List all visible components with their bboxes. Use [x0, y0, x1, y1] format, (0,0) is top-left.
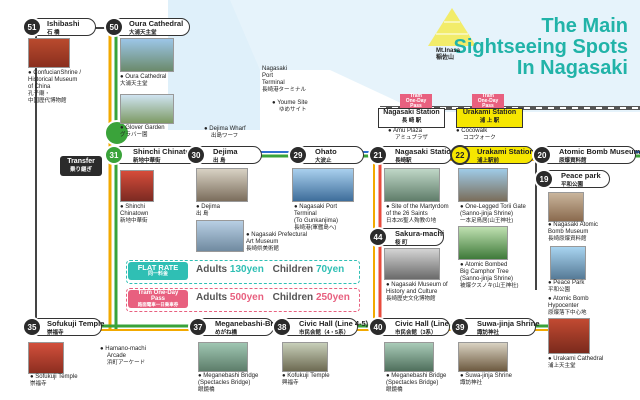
- stop-number-30: 30: [186, 145, 206, 165]
- photo-urakami-cathedral: [548, 318, 590, 354]
- photo-kofukuji: [282, 342, 328, 372]
- title-line-3: In Nagasaki: [516, 57, 628, 79]
- stop-number-37: 37: [188, 317, 208, 337]
- photo-dejima: [196, 168, 248, 202]
- title-line-1: The Main: [541, 15, 628, 37]
- stop-40-civic-hall-3[interactable]: Civic Hall (Line 3)市民会館（3系）: [374, 318, 458, 336]
- stop-number-40: 40: [368, 317, 388, 337]
- stop-number-31: 31: [104, 145, 124, 165]
- stop-number-51: 51: [22, 17, 42, 37]
- stop-number-22: 22: [450, 145, 470, 165]
- photo-sofukuji: [28, 342, 64, 374]
- photo-oura-cathedral: [120, 38, 174, 72]
- transfer-point-icon: [104, 120, 130, 146]
- photo-glover-garden: [120, 94, 174, 124]
- stop-number-20: 20: [532, 145, 552, 165]
- caption-torii: ● One-Legged Torii Gate(Sanno-jinja Shri…: [460, 204, 526, 224]
- photo-ab-museum: [548, 192, 584, 222]
- stop-number-21: 21: [368, 145, 388, 165]
- fare-pass-box: [126, 288, 360, 312]
- photo-meganebashi: [198, 342, 248, 372]
- photo-port-terminal: [292, 168, 354, 202]
- photo-art-museum: [196, 220, 244, 252]
- photo-suwa: [458, 342, 508, 372]
- photo-history-museum: [384, 248, 440, 280]
- photo-martyrdom: [384, 168, 440, 202]
- caption-meganebashi-2: ● Meganebashi Bridge(Spectacles Bridge)眼…: [386, 373, 447, 393]
- fare-flat-rate-box: [126, 260, 360, 284]
- photo-peace-park: [550, 246, 586, 280]
- photo-meganebashi-2: [384, 342, 434, 372]
- stop-38-civic-hall-4-5[interactable]: Civic Hall (Line 4-5)市民会館（4・5系）: [278, 318, 368, 336]
- stop-number-50: 50: [104, 17, 124, 37]
- stop-number-29: 29: [288, 145, 308, 165]
- stop-number-39: 39: [450, 317, 470, 337]
- mt-inasa-triangle: [428, 8, 476, 46]
- stop-number-19: 19: [534, 169, 554, 189]
- page-title: The Main Sightseeing Spots In Nagasaki: [454, 16, 628, 79]
- photo-camphor-tree: [458, 226, 508, 260]
- stop-number-44: 44: [368, 227, 388, 247]
- photo-chinatown: [120, 170, 154, 202]
- fare-flat-rate-prices: Adults 130yen Children 70yen: [196, 264, 345, 275]
- stop-number-35: 35: [22, 317, 42, 337]
- bay-water: [230, 0, 640, 112]
- stop-number-38: 38: [272, 317, 292, 337]
- photo-torii: [458, 168, 508, 202]
- title-line-2: Sightseeing Spots: [453, 36, 628, 58]
- fare-pass-prices: Adults 500yen Children 250yen: [196, 292, 350, 303]
- photo-confucian-shrine: [28, 38, 70, 68]
- caption-meganebashi: ● Meganebashi Bridge(Spectacles Bridge)眼…: [198, 373, 259, 393]
